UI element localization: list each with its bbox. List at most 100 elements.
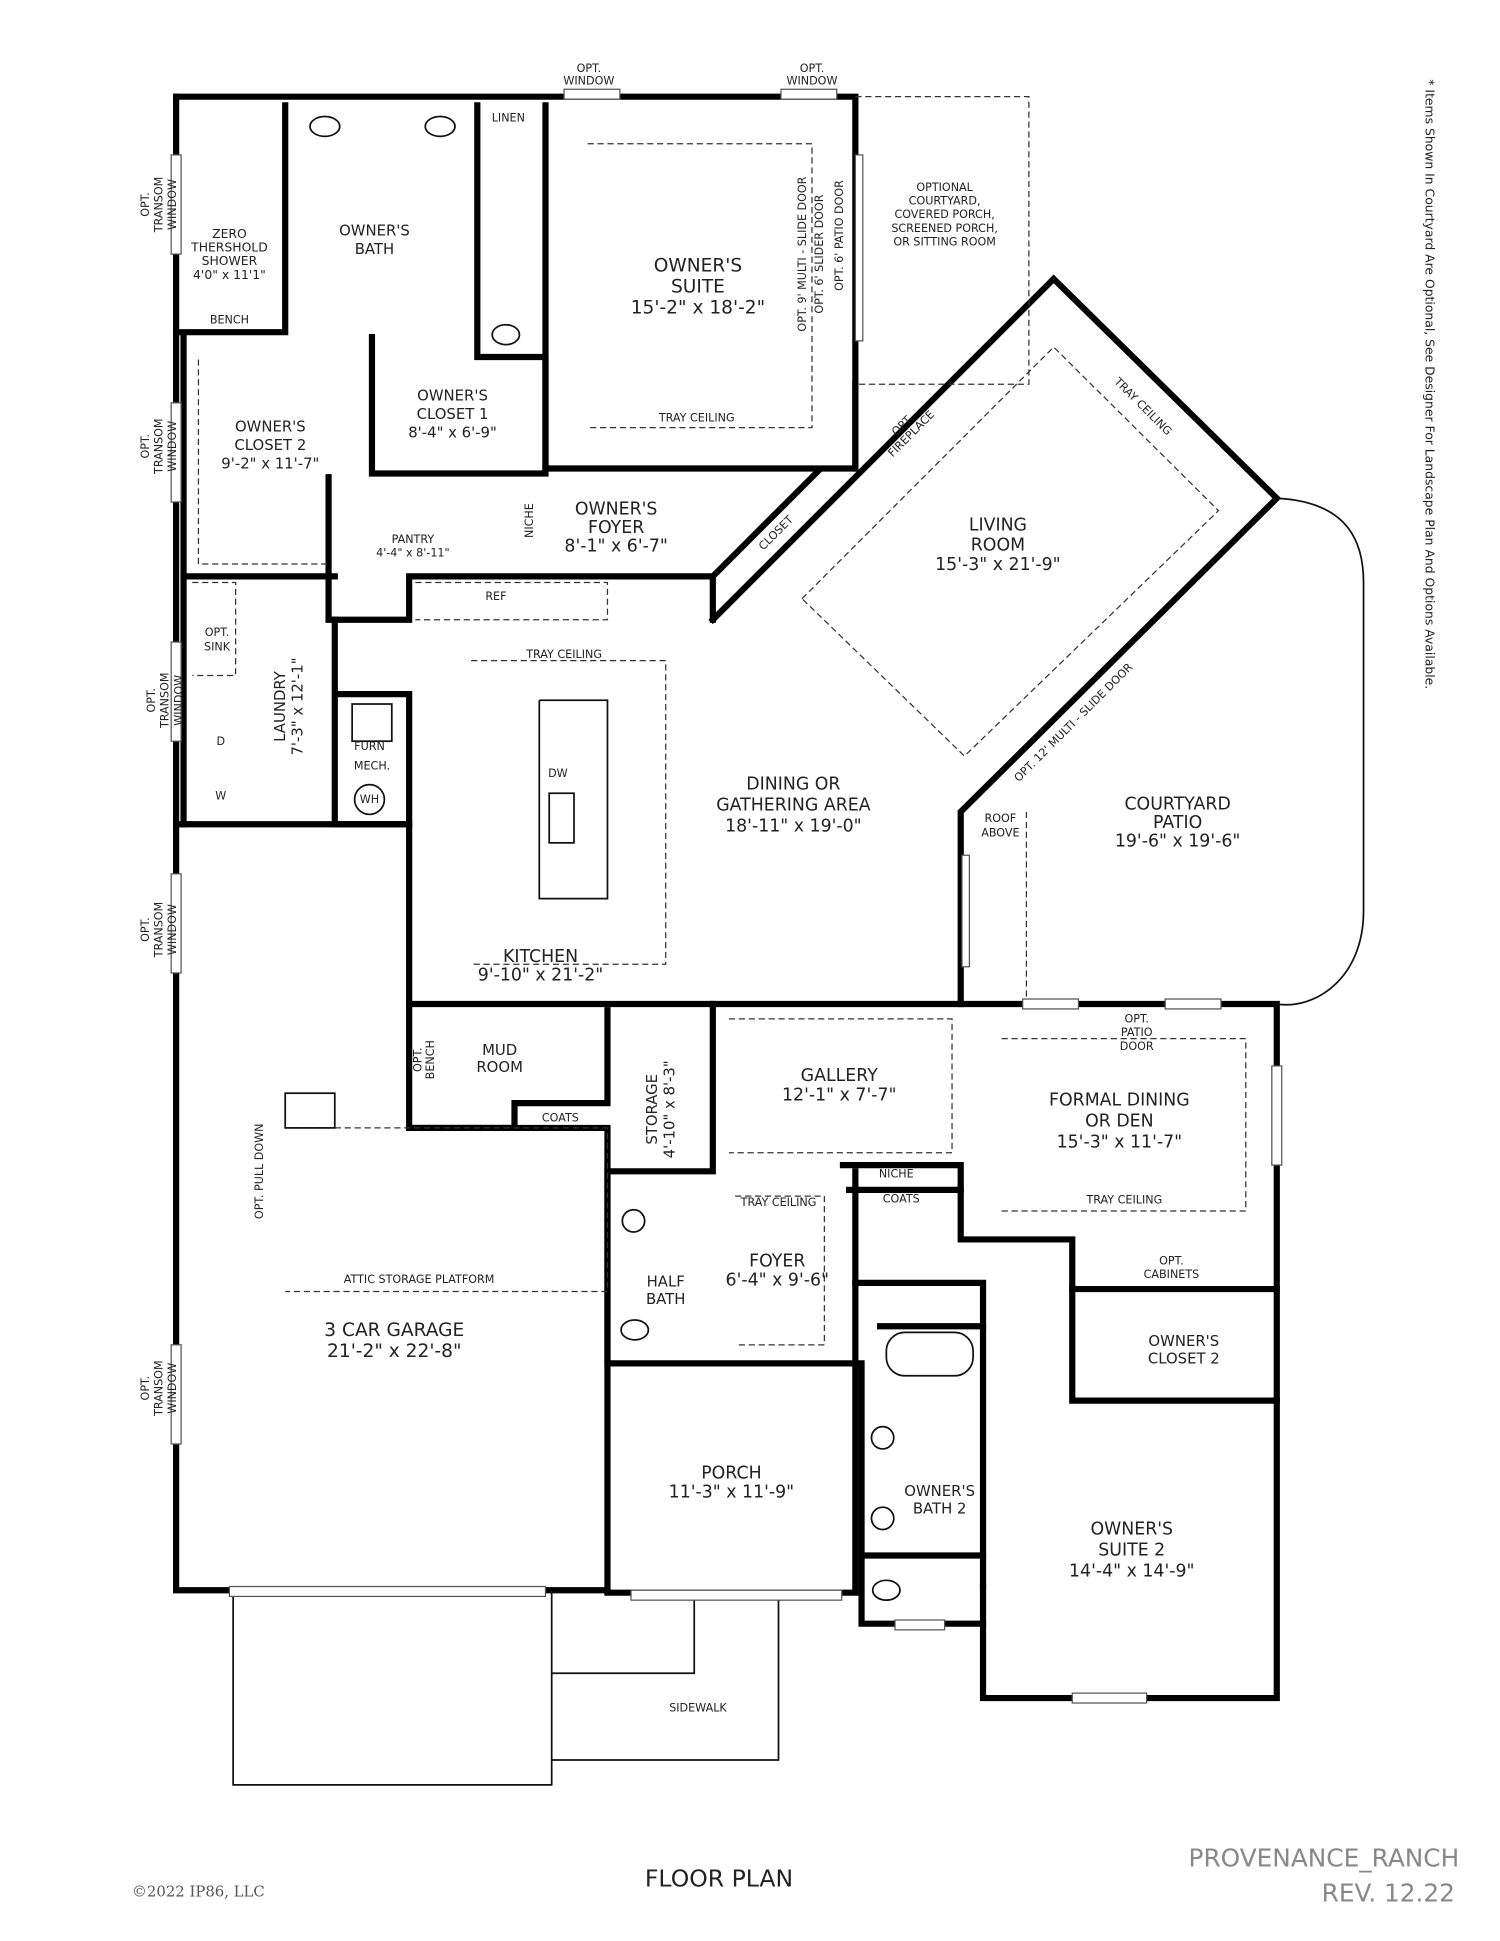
label-tray-foyer: TRAY CEILING xyxy=(740,1196,817,1209)
wall xyxy=(331,616,413,828)
label-text: ZERO xyxy=(212,226,247,241)
room-labels: OPT.WINDOWOPT.WINDOWLINENOWNER'SBATHZERO… xyxy=(139,62,1241,1715)
label-text: NICHE xyxy=(879,1167,914,1180)
sink-icon xyxy=(621,1208,646,1233)
label-text: 6'-4" x 9'-6" xyxy=(726,1270,829,1290)
attic-pull-down-icon xyxy=(284,1092,336,1129)
label-text: D xyxy=(216,735,225,748)
toilet-icon xyxy=(620,1319,650,1341)
label-text: MECH. xyxy=(354,760,390,773)
wall xyxy=(852,1279,987,1590)
label-text: OWNER'S xyxy=(904,1482,975,1500)
furnace-icon xyxy=(351,703,393,743)
label-opt-sink: OPT.SINK xyxy=(204,626,231,654)
window xyxy=(894,1619,946,1631)
toilet-icon xyxy=(491,323,521,346)
dashed-outline xyxy=(471,660,667,965)
label-text: COURTYARD, xyxy=(909,195,981,208)
label-text: WINDOW xyxy=(166,904,179,955)
label-text: OPTIONAL xyxy=(916,181,973,194)
label-text: PATIO xyxy=(1153,813,1202,833)
label-text: GATHERING AREA xyxy=(716,796,871,816)
sidewalk xyxy=(551,1598,780,1761)
label-opt-bench: OPT.BENCH xyxy=(412,1040,437,1079)
label-text: SIDEWALK xyxy=(669,1702,727,1715)
window xyxy=(1071,1692,1148,1704)
label-text: TRAY CEILING xyxy=(1085,1194,1162,1207)
label-text: COURTYARD xyxy=(1124,794,1230,814)
label-text: 9'-10" x 21'-2" xyxy=(478,965,604,985)
wall xyxy=(173,102,289,336)
window xyxy=(170,1344,182,1445)
copyright: ©2022 IP86, LLC xyxy=(132,1882,265,1900)
label-text: THERSHOLD xyxy=(190,240,268,255)
label-text: OWNER'S xyxy=(1148,1332,1219,1350)
label-text: BENCH xyxy=(424,1040,437,1079)
label-text: 3 CAR GARAGE xyxy=(324,1320,464,1341)
window xyxy=(170,873,182,974)
label-text: OPT. 6' SLIDER DOOR xyxy=(813,194,826,313)
label-text: SCREENED PORCH, xyxy=(891,222,998,235)
label-text: TRANSOM xyxy=(152,177,165,234)
label-text: WINDOW xyxy=(166,421,179,472)
window xyxy=(1164,998,1222,1010)
label-text: CLOSET 2 xyxy=(1148,1349,1220,1367)
label-text: DOOR xyxy=(1120,1040,1154,1053)
label-text: 18'-11" x 19'-0" xyxy=(725,817,862,837)
plan-title: FLOOR PLAN xyxy=(645,1864,793,1892)
label-text: CLOSET xyxy=(756,513,796,553)
label-opt-patio-door-v: OPT. 6' PATIO DOOR xyxy=(833,180,846,291)
toilet-icon xyxy=(871,1579,901,1602)
label-text: 4'-4" x 8'-11" xyxy=(376,547,450,560)
wall xyxy=(839,1161,1280,1404)
label-text: ABOVE xyxy=(981,827,1019,840)
label-closet: CLOSET xyxy=(756,513,796,553)
window xyxy=(170,641,182,742)
wall xyxy=(708,466,823,581)
label-text: COVERED PORCH, xyxy=(894,208,994,221)
label-text: TRAY CEILING xyxy=(740,1196,817,1209)
wall xyxy=(325,474,716,623)
label-text: OWNER'S xyxy=(575,499,658,519)
label-text: SUITE 2 xyxy=(1098,1541,1165,1561)
label-sidewalk: SIDEWALK xyxy=(669,1702,727,1715)
label-opt-12-slide: OPT. 12' MULTI - SLIDE DOOR xyxy=(1012,661,1136,785)
window xyxy=(563,88,621,100)
label-text: ATTIC STORAGE PLATFORM xyxy=(344,1273,495,1286)
window xyxy=(170,154,182,255)
label-dryer: D xyxy=(216,735,225,748)
wall xyxy=(173,821,611,1594)
label-linen: LINEN xyxy=(492,111,525,124)
wall xyxy=(708,274,1282,1008)
label-text: LINEN xyxy=(492,111,525,124)
label-dw: DW xyxy=(548,767,568,780)
label-text: BENCH xyxy=(210,314,249,327)
label-text: 15'-3" x 11'-7" xyxy=(1057,1133,1183,1153)
water-heater-icon xyxy=(353,783,386,816)
label-text: SUITE xyxy=(671,277,725,298)
label-text: SHOWER xyxy=(202,253,258,268)
label-coats-2: COATS xyxy=(883,1192,920,1205)
dashed-outline xyxy=(728,1018,953,1154)
label-coats-1: COATS xyxy=(542,1112,579,1125)
label-text: 4'0" x 11'1" xyxy=(193,267,266,282)
window xyxy=(854,154,864,342)
dashed-outline xyxy=(415,581,609,621)
label-wh: WH xyxy=(360,793,379,806)
label-text: WINDOW xyxy=(166,1363,179,1414)
label-text: ROOM xyxy=(476,1058,523,1076)
label-text: W xyxy=(215,789,226,802)
label-niche-2: NICHE xyxy=(879,1167,914,1180)
label-opt-multi-slide: OPT. 9' MULTI - SLIDE DOOR xyxy=(796,176,809,331)
dashed-outline xyxy=(1001,1038,1247,1212)
label-text: KITCHEN xyxy=(503,947,578,967)
